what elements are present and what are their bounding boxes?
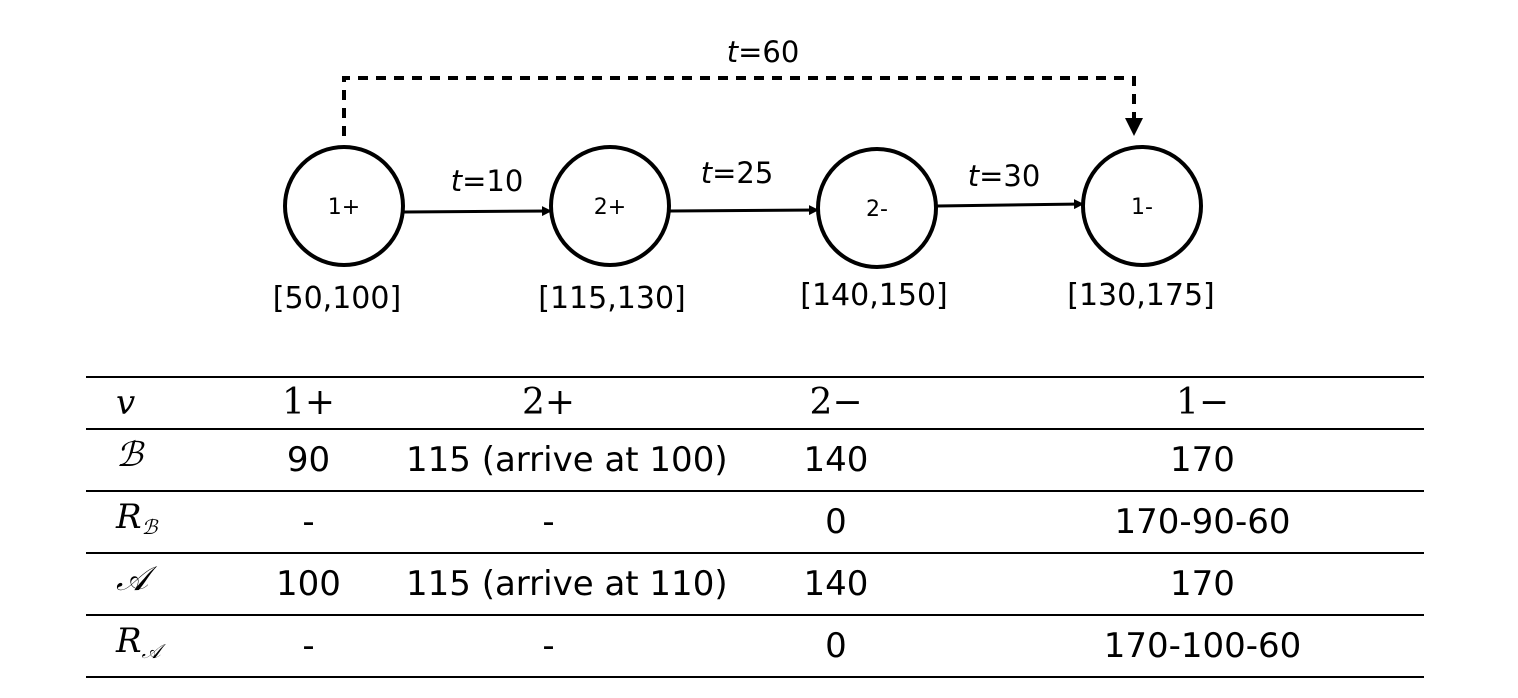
table-row: ℬ 90 115 (arrive at 100) 140 170 — [86, 429, 1424, 491]
row-label: Rℬ — [116, 497, 158, 539]
edge-label-2minus-1minus: t=30 — [968, 159, 1041, 193]
edge-1plus-1minus: t=60 — [342, 35, 1143, 136]
table-cell: 140 — [803, 564, 869, 604]
schedule-table: v 1+ 2+ 2− 1− ℬ 90 115 (arrive at 100) 1… — [86, 376, 1424, 678]
table-cell: - — [302, 626, 315, 666]
node-time-window: [130,175] — [1067, 278, 1214, 313]
header-cell: 1+ — [281, 382, 336, 423]
row-label: ℬ — [116, 435, 143, 475]
header-cell: 1− — [1175, 382, 1230, 423]
table-cell: 170-100-60 — [1103, 626, 1302, 666]
edge-label-1plus-2plus: t=10 — [451, 164, 524, 198]
table-cell: 115 (arrive at 100) — [406, 440, 728, 480]
node-1plus: 1+ [50,100] — [273, 145, 405, 316]
table-cell: 90 — [286, 440, 331, 480]
node-label: 1- — [1131, 195, 1153, 220]
edge-2plus-2minus: t=25 — [669, 156, 819, 216]
table-cell: - — [302, 502, 315, 542]
table-cell: - — [542, 502, 555, 542]
table-row: 𝒜 100 115 (arrive at 110) 140 170 — [86, 553, 1424, 615]
edge-1plus-2plus: t=10 — [403, 164, 552, 217]
edge-2minus-1minus: t=30 — [936, 159, 1084, 210]
table-header-row: v 1+ 2+ 2− 1− — [86, 377, 1424, 429]
node-1minus: 1- [130,175] — [1067, 145, 1215, 313]
table-cell: 0 — [825, 626, 847, 666]
table-cell: - — [542, 626, 555, 666]
edge-label-1plus-1minus: t=60 — [727, 35, 800, 69]
table-cell: 170 — [1170, 564, 1235, 604]
table-cell: 170 — [1170, 440, 1235, 480]
table-cell: 100 — [276, 564, 341, 604]
table-cell: 140 — [803, 440, 869, 480]
node-time-window: [50,100] — [273, 281, 401, 316]
table-cell: 115 (arrive at 110) — [406, 564, 728, 604]
row-label: 𝒜 — [116, 559, 149, 599]
node-2minus: 2- [140,150] — [800, 147, 948, 313]
node-2plus: 2+ [115,130] — [538, 145, 686, 316]
table-cell: 170-90-60 — [1114, 502, 1291, 542]
table-row: Rℬ - - 0 170-90-60 — [86, 491, 1424, 553]
node-label: 1+ — [328, 195, 360, 220]
table-row: R𝒜 - - 0 170-100-60 — [86, 615, 1424, 677]
node-time-window: [140,150] — [800, 278, 947, 313]
node-label: 2- — [866, 197, 888, 222]
node-label: 2+ — [594, 195, 626, 220]
node-time-window: [115,130] — [538, 281, 685, 316]
header-cell: 2− — [809, 382, 863, 423]
header-corner: v — [116, 383, 136, 423]
route-diagram: t=60 t=10 t=25 t=30 1+ [50,100] 2+ [115,… — [273, 35, 1215, 316]
header-cell: 2+ — [521, 382, 576, 423]
edge-label-2plus-2minus: t=25 — [701, 156, 774, 190]
table-cell: 0 — [825, 502, 847, 542]
row-label: R𝒜 — [116, 621, 161, 663]
